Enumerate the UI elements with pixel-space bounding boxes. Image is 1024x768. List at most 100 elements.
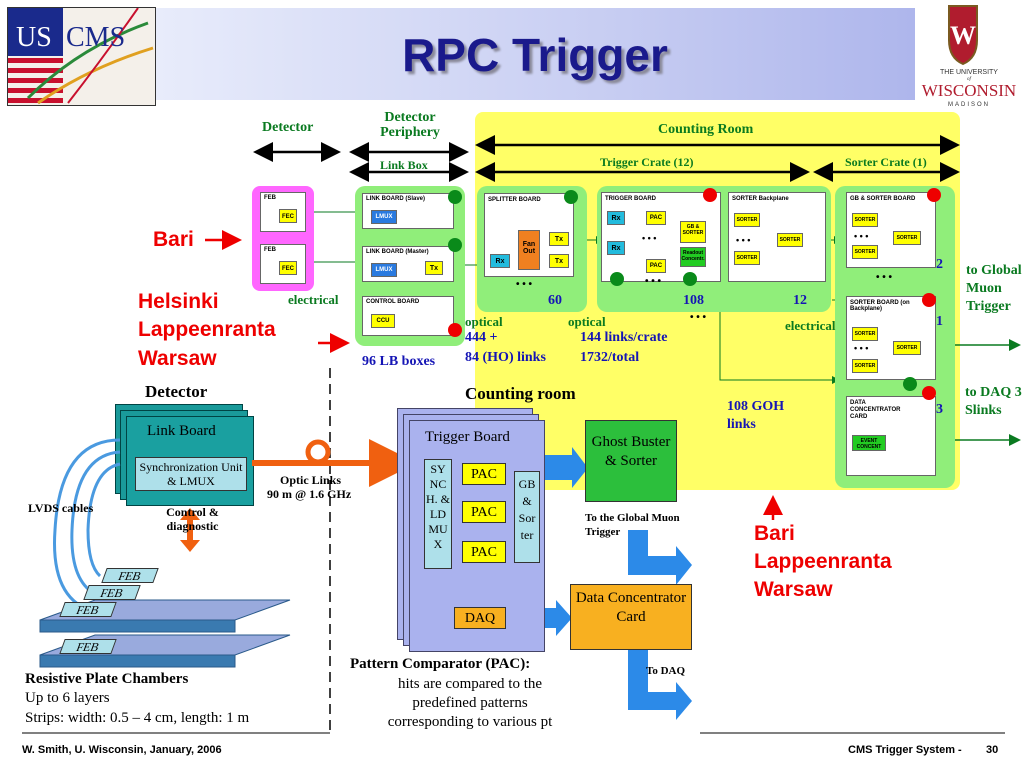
footer-right: CMS Trigger System -	[848, 744, 962, 756]
links-1a: 444 +	[465, 330, 498, 345]
links-2a: 144 links/crate	[580, 330, 668, 345]
daq-bottom: DAQ	[454, 607, 506, 629]
svg-text:MADISON: MADISON	[948, 102, 990, 108]
footer-left: W. Smith, U. Wisconsin, January, 2006	[22, 744, 222, 756]
feb-box-1: FEB FEC	[260, 192, 306, 232]
pac-desc-3: corresponding to various pt	[387, 714, 553, 730]
fec-2: FEC	[279, 261, 297, 275]
label-detector-top: Detector	[262, 120, 314, 135]
links-2b: 1732/total	[580, 350, 640, 365]
label-electrical-1: electrical	[288, 292, 339, 307]
sorter-bp-1: SORTER	[734, 213, 760, 227]
link-board-slave: LINK BOARD (Slave) LMUX	[362, 193, 454, 229]
dcc-bottom: Data Concentrator Card	[570, 584, 692, 650]
led-splitter	[564, 190, 578, 204]
label-counting-room-top: Counting Room	[658, 122, 754, 137]
count-108: 108	[683, 293, 704, 308]
pac-desc-2: predefined patterns	[412, 695, 528, 711]
lb-boxes: 96 LB boxes	[362, 354, 436, 369]
site-group-1-c: Warsaw	[138, 347, 217, 370]
lmux-1: LMUX	[371, 210, 397, 224]
tx-splitter-2: Tx	[549, 254, 569, 268]
sync-column: SY NC H. & LD MU X	[424, 459, 452, 569]
rpc-title: Resistive Plate Chambers	[25, 671, 189, 687]
title-banner	[155, 8, 915, 100]
label-electrical-2: electrical	[785, 318, 836, 333]
tx-splitter-1: Tx	[549, 232, 569, 246]
lmux-2: LMUX	[371, 263, 397, 277]
site-group-1-a: Helsinki	[138, 290, 219, 313]
label-periphery: Detector Periphery	[380, 110, 440, 140]
sorter-gb-2: SORTER	[852, 245, 878, 259]
pac-tb-2: PAC	[646, 259, 666, 273]
link-board-bottom: Link Board Synchronization Unit & LMUX	[126, 416, 254, 506]
site-bari-1: Bari	[153, 228, 194, 251]
optic-spec-label: 90 m @ 1.6 GHz	[267, 487, 352, 501]
dots-sorter: • • •	[876, 272, 893, 283]
optic-links-label: Optic Links	[280, 473, 342, 487]
gb-sorter-board: GB & SORTER BOARD SORTER SORTER SORTER •…	[846, 192, 936, 268]
dots-mid: • • •	[690, 312, 707, 323]
pac-bottom-3: PAC	[462, 541, 506, 563]
dcc-board: DATA CONCENTRATOR CARD EVENT CONCENT	[846, 396, 936, 476]
sorter-board: SORTER BOARD (on Backplane) SORTER SORTE…	[846, 296, 936, 380]
rpc-line-1: Up to 6 layers	[25, 690, 110, 706]
sorter-gb-3: SORTER	[893, 231, 921, 245]
lvds-label: LVDS cables	[28, 501, 94, 515]
control-label: Control & diagnostic	[166, 505, 219, 533]
site-group-1-b: Lappeenranta	[138, 318, 276, 341]
us-cms-logo-text: US	[16, 22, 52, 53]
gb-sorter-tb: GB & SORTER	[680, 221, 706, 243]
count-2: 2	[936, 257, 943, 272]
count-3: 3	[936, 402, 943, 417]
links-1b: 84 (HO) links	[465, 350, 546, 365]
to-gmt-top: to Global Muon Trigger	[966, 263, 1022, 314]
led-lb-3	[448, 323, 462, 337]
dots-tb: • • •	[645, 276, 662, 287]
site-group-2-c: Warsaw	[754, 578, 833, 601]
sorter-backplane: SORTER Backplane SORTER SORTER SORTER • …	[728, 192, 826, 282]
to-daq-top: to DAQ 3 Slinks	[965, 385, 1022, 418]
led-sb-1	[922, 293, 936, 307]
pac-desc-title: Pattern Comparator (PAC):	[350, 656, 531, 672]
feb-bottom-2: FEB	[83, 585, 141, 600]
sorter-sb-1: SORTER	[852, 327, 878, 341]
feb-bottom-4: FEB	[59, 639, 117, 654]
led-lb-2	[448, 238, 462, 252]
fec-1: FEC	[279, 209, 297, 223]
link-board-master: LINK BOARD (Master) LMUX Tx	[362, 246, 454, 282]
label-optical-1: optical	[465, 314, 503, 329]
splitter-board: SPLITTER BOARD Rx Fan Out Tx Tx	[484, 193, 574, 277]
feb-box-2: FEB FEC	[260, 244, 306, 284]
sorter-sb-3: SORTER	[893, 341, 921, 355]
control-board: CONTROL BOARD CCU	[362, 296, 454, 336]
goh-links: 108 GOH links	[727, 399, 785, 432]
pac-tb-1: PAC	[646, 211, 666, 225]
sorter-sb-2: SORTER	[852, 359, 878, 373]
fanout: Fan Out	[518, 230, 540, 270]
event-concent: EVENT CONCENT	[852, 435, 886, 451]
svg-text:W: W	[950, 21, 976, 50]
trigger-board: TRIGGER BOARD Rx Rx PAC PAC GB & SORTER …	[601, 192, 721, 282]
trigger-board-bottom: Trigger Board SY NC H. & LD MU X PAC PAC…	[409, 420, 545, 652]
us-cms-logo: US CMS	[7, 7, 156, 106]
svg-text:of: of	[967, 77, 972, 82]
bottom-counting-room-title: Counting room	[465, 384, 576, 403]
count-60: 60	[548, 293, 562, 308]
ghost-buster-sorter: Ghost Buster & Sorter	[585, 420, 677, 502]
led-tb-3	[683, 272, 697, 286]
led-tb-1	[703, 188, 717, 202]
rx-tb-2: Rx	[607, 241, 625, 255]
to-gmt-bottom: To the Global Muon Trigger	[585, 512, 680, 538]
count-12: 12	[793, 293, 807, 308]
led-gb	[927, 188, 941, 202]
svg-text:WISCONSIN: WISCONSIN	[922, 81, 1016, 100]
svg-text:CMS: CMS	[66, 22, 125, 53]
led-tb-2	[610, 272, 624, 286]
wisconsin-logo: W THE UNIVERSITY of WISCONSIN MADISON	[915, 0, 1024, 110]
pac-desc-1: hits are compared to the	[397, 676, 543, 692]
label-optical-2: optical	[568, 314, 606, 329]
pac-bottom-2: PAC	[462, 501, 506, 523]
sorter-gb-1: SORTER	[852, 213, 878, 227]
feb-bottom-1: FEB	[101, 568, 159, 583]
